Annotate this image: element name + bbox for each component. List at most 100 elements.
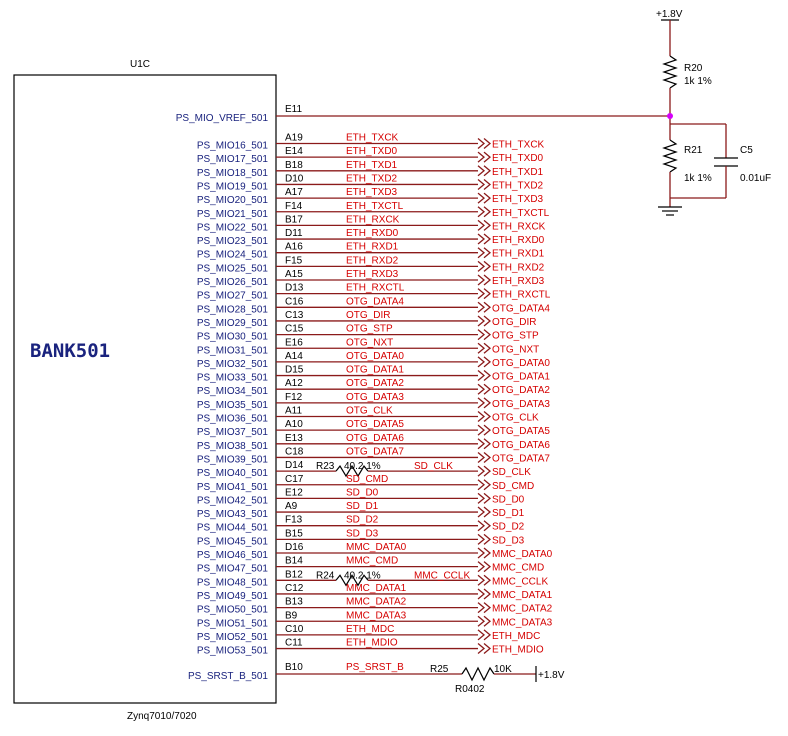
pin-number: B14 bbox=[285, 556, 303, 567]
pin-name: PS_MIO46_501 bbox=[197, 550, 269, 561]
net-label: OTG_DATA6 bbox=[346, 433, 404, 444]
vref-pin-number: E11 bbox=[285, 104, 302, 115]
bank-label: BANK501 bbox=[30, 340, 110, 362]
port-label: OTG_DATA4 bbox=[492, 303, 550, 314]
port-label: ETH_MDIO bbox=[492, 645, 544, 656]
component-ref: U1C bbox=[130, 59, 150, 70]
port-label: ETH_TXD1 bbox=[492, 167, 544, 178]
pin-name: PS_MIO42_501 bbox=[197, 495, 269, 506]
port-chevron bbox=[483, 643, 492, 655]
vref-rail-label: +1.8V bbox=[656, 9, 683, 20]
net-label: OTG_DATA7 bbox=[346, 446, 404, 457]
net-label: MMC_DATA1 bbox=[346, 583, 407, 594]
pin-number: D13 bbox=[285, 283, 304, 294]
port-chevron bbox=[483, 561, 492, 573]
net-label: ETH_RXD2 bbox=[346, 255, 399, 266]
net-label: MMC_DATA3 bbox=[346, 610, 407, 621]
srst-pin-name: PS_SRST_B_501 bbox=[188, 671, 268, 682]
port-chevron bbox=[477, 629, 486, 641]
series-resistor-ref: R23 bbox=[316, 461, 335, 472]
pin-number: B15 bbox=[285, 528, 303, 539]
port-label: OTG_DIR bbox=[492, 317, 536, 328]
pin-name: PS_MIO39_501 bbox=[197, 454, 269, 465]
pin-name: PS_MIO44_501 bbox=[197, 523, 269, 534]
pin-name: PS_MIO38_501 bbox=[197, 441, 269, 452]
port-chevron bbox=[483, 247, 492, 259]
net-label: ETH_MDIO bbox=[346, 638, 398, 649]
net-label: SD_D0 bbox=[346, 487, 379, 498]
ground-icon bbox=[658, 206, 682, 216]
pin-name: PS_MIO45_501 bbox=[197, 536, 269, 547]
pin-number: E12 bbox=[285, 487, 303, 498]
net-label: ETH_RXD1 bbox=[346, 242, 399, 253]
port-label: OTG_DATA7 bbox=[492, 453, 550, 464]
pin-number: E13 bbox=[285, 433, 303, 444]
pin-name: PS_MIO26_501 bbox=[197, 277, 269, 288]
pin-name: PS_MIO34_501 bbox=[197, 386, 269, 397]
pin-number: A12 bbox=[285, 378, 303, 389]
port-label: SD_CLK bbox=[492, 467, 531, 478]
port-label: OTG_DATA1 bbox=[492, 372, 550, 383]
port-label: ETH_TXD2 bbox=[492, 180, 544, 191]
port-chevron bbox=[477, 547, 486, 559]
pin-number: A14 bbox=[285, 351, 303, 362]
port-chevron bbox=[483, 165, 492, 177]
port-chevron bbox=[477, 643, 486, 655]
pin-name: PS_MIO40_501 bbox=[197, 468, 269, 479]
net-label: ETH_MDC bbox=[346, 624, 394, 635]
pin-number: C11 bbox=[285, 638, 303, 649]
port-label: ETH_TXCK bbox=[492, 140, 545, 151]
port-chevron bbox=[483, 506, 492, 518]
net-label: ETH_RXCTL bbox=[346, 283, 405, 294]
net-label: ETH_TXD3 bbox=[346, 187, 398, 198]
port-chevron bbox=[483, 178, 492, 190]
net-label: SD_D1 bbox=[346, 501, 379, 512]
port-chevron bbox=[483, 274, 492, 286]
net-label: ETH_TXD1 bbox=[346, 160, 398, 171]
port-chevron bbox=[483, 615, 492, 627]
srst-rail-label: +1.8V bbox=[538, 670, 565, 681]
series-resistor-value: 40.2 1% bbox=[344, 461, 381, 472]
port-chevron bbox=[477, 561, 486, 573]
pin-name: PS_MIO23_501 bbox=[197, 236, 269, 247]
port-chevron bbox=[477, 451, 486, 463]
pin-number: D10 bbox=[285, 173, 304, 184]
port-chevron bbox=[483, 492, 492, 504]
port-chevron bbox=[477, 301, 486, 313]
port-label: OTG_DATA5 bbox=[492, 426, 550, 437]
pin-name: PS_MIO32_501 bbox=[197, 359, 269, 370]
pin-name: PS_MIO35_501 bbox=[197, 400, 269, 411]
pin-name: PS_MIO51_501 bbox=[197, 618, 269, 629]
port-chevron bbox=[483, 438, 492, 450]
pin-number: C18 bbox=[285, 446, 304, 457]
port-chevron bbox=[483, 138, 492, 149]
port-label: ETH_TXD0 bbox=[492, 153, 544, 164]
pin-number: B17 bbox=[285, 214, 303, 225]
net-label: SD_CLK bbox=[414, 461, 453, 472]
port-chevron bbox=[477, 588, 486, 600]
port-chevron bbox=[483, 260, 492, 272]
pin-number: A17 bbox=[285, 187, 303, 198]
r25-value: 10K bbox=[494, 664, 512, 675]
net-label: OTG_CLK bbox=[346, 406, 393, 417]
port-label: MMC_CMD bbox=[492, 563, 544, 574]
port-chevron bbox=[477, 520, 486, 532]
port-label: OTG_DATA3 bbox=[492, 399, 550, 410]
pin-number: C12 bbox=[285, 583, 304, 594]
net-label: OTG_DATA4 bbox=[346, 296, 404, 307]
port-chevron bbox=[483, 370, 492, 382]
net-label: OTG_STP bbox=[346, 324, 393, 335]
port-label: OTG_NXT bbox=[492, 344, 539, 355]
port-chevron bbox=[477, 465, 486, 477]
port-chevron bbox=[477, 602, 486, 614]
